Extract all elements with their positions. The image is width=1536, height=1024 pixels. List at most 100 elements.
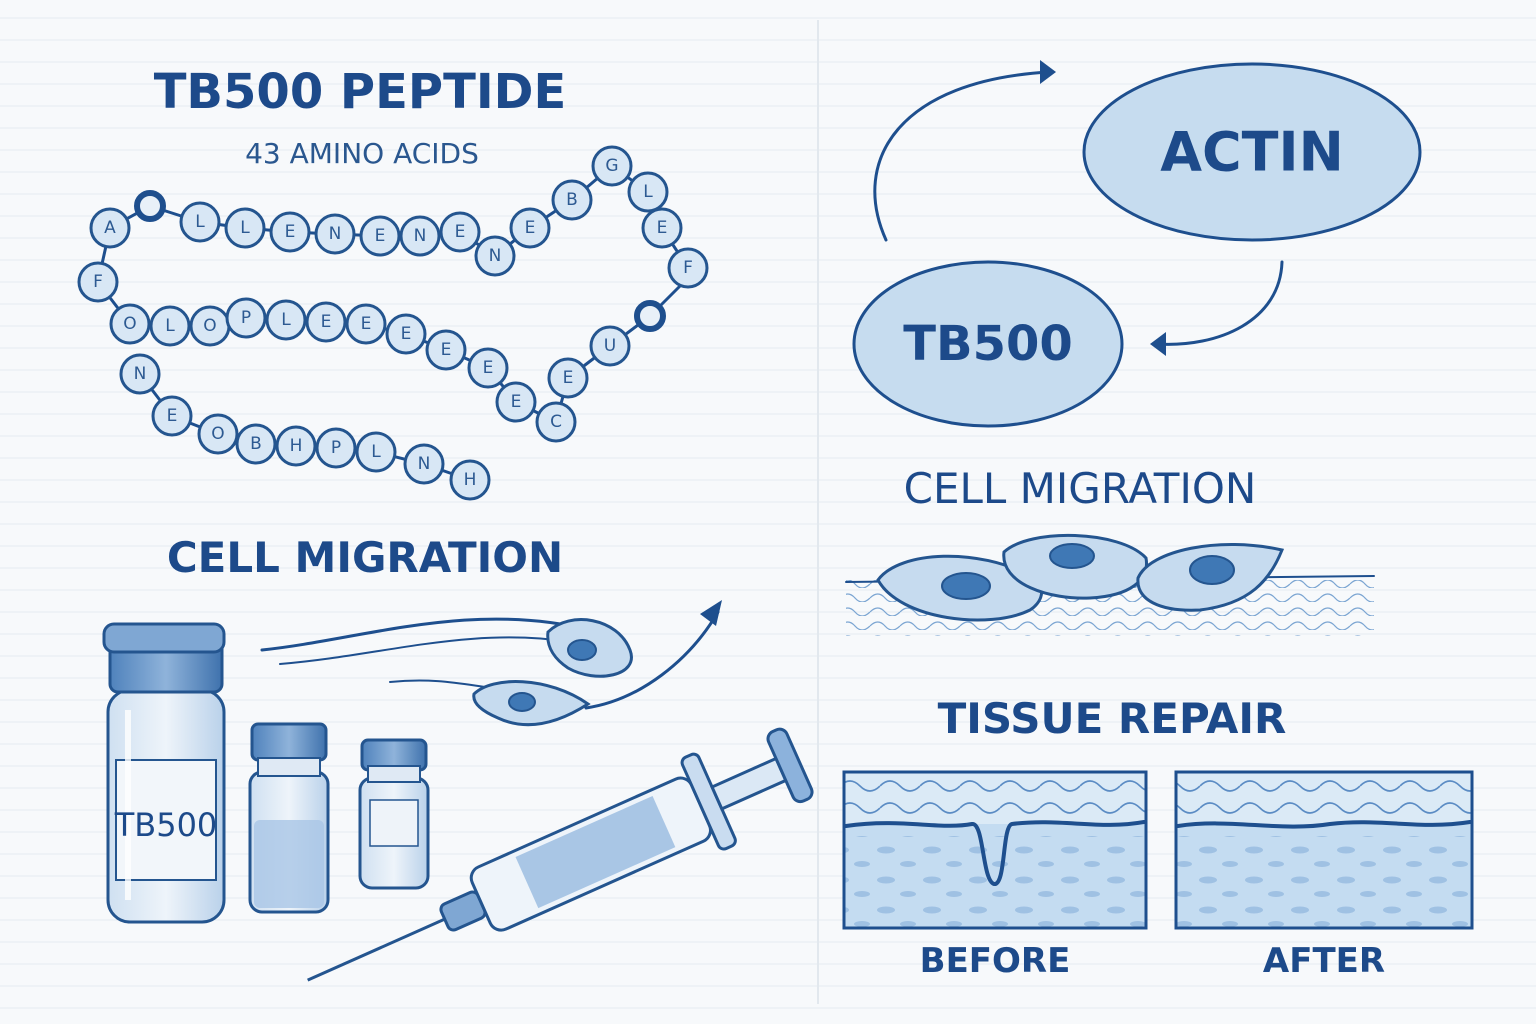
amino-acid-letter: N [414, 226, 427, 246]
amino-acid-letter: E [441, 340, 452, 360]
amino-acid-bead [627, 171, 669, 213]
tissue-repair-heading: TISSUE REPAIR [938, 694, 1287, 743]
amino-acid-bead [149, 305, 191, 347]
amino-acid-bead [667, 247, 709, 289]
migration-arrow-shaft [584, 610, 720, 710]
amino-acid-letter: F [683, 258, 693, 278]
peptide-subtitle: 43 AMINO ACIDS [245, 137, 479, 170]
amino-acid-bead [449, 459, 491, 501]
amino-acid-bead [641, 207, 683, 249]
amino-acid-bead [547, 357, 589, 399]
amino-acid-letter: E [285, 222, 296, 242]
amino-acid-letter: G [605, 156, 618, 176]
cycle-arrow-up [873, 70, 1052, 242]
substrate-nucleus-1 [941, 572, 991, 600]
amino-acid-letter: N [418, 454, 431, 474]
amino-acid-letter: L [281, 310, 291, 330]
large-vial [102, 622, 226, 924]
amino-acid-letter: N [134, 364, 147, 384]
medium-vial [248, 722, 330, 914]
highlighted-bead [134, 190, 166, 222]
amino-acid-bead [535, 401, 577, 443]
tissue-after-panel [1174, 770, 1474, 930]
amino-acid-bead [439, 211, 481, 253]
before-label: BEFORE [920, 941, 1071, 981]
amino-acid-letter: O [203, 316, 216, 336]
amino-acid-bead [89, 207, 131, 249]
amino-acid-bead [305, 301, 347, 343]
amino-acid-bead [269, 211, 311, 253]
amino-acid-bead [589, 325, 631, 367]
amino-acid-letter: E [361, 314, 372, 334]
amino-acid-letter: E [511, 392, 522, 412]
amino-acid-bead [315, 427, 357, 469]
amino-acid-bead [509, 207, 551, 249]
amino-acid-letter: L [371, 442, 381, 462]
actin-label: ACTIN [1160, 121, 1344, 184]
substrate-nucleus-3 [1189, 555, 1235, 585]
amino-acid-bead [467, 347, 509, 389]
cell-nucleus-lower [508, 692, 536, 712]
cycle-arrow-down [1154, 260, 1284, 346]
amino-acid-bead [275, 425, 317, 467]
amino-acid-letter: E [483, 358, 494, 378]
amino-acid-letter: B [250, 434, 262, 454]
amino-acid-letter: N [329, 224, 342, 244]
tb500-ellipse [852, 260, 1124, 428]
vial-label: TB500 [114, 806, 218, 844]
amino-acid-letter: L [195, 212, 205, 232]
amino-acid-bead [551, 179, 593, 221]
after-label: AFTER [1263, 941, 1385, 981]
migration-trail-2 [279, 636, 571, 665]
amino-acid-letter: E [401, 324, 412, 344]
amino-acid-bead [119, 353, 161, 395]
amino-acid-letter: H [290, 436, 303, 456]
amino-acid-letter: P [331, 438, 341, 458]
cycle-arrowhead-up [1040, 60, 1056, 84]
amino-acid-letter: C [550, 412, 562, 432]
amino-acid-bead [345, 303, 387, 345]
amino-acid-letter: H [464, 470, 477, 490]
amino-acid-bead [314, 213, 356, 255]
amino-acid-bead [399, 215, 441, 257]
actin-ellipse [1082, 62, 1422, 242]
amino-acid-bead [179, 201, 221, 243]
amino-acid-bead [77, 261, 119, 303]
migration-arrowhead [700, 600, 722, 626]
tb500-label: TB500 [903, 316, 1073, 372]
amino-acid-bead [265, 299, 307, 341]
amino-acid-letter: L [643, 182, 653, 202]
amino-acid-bead [151, 395, 193, 437]
cycle-arrowhead-down [1150, 332, 1166, 356]
amino-acid-bead [235, 423, 277, 465]
cell-nucleus-upper [567, 639, 597, 661]
amino-acid-letter: E [455, 222, 466, 242]
left-migration-heading: CELL MIGRATION [167, 533, 563, 582]
amino-acid-letter: B [566, 190, 578, 210]
syringe [307, 727, 814, 982]
amino-acid-bead [495, 381, 537, 423]
amino-acid-letter: N [489, 246, 502, 266]
amino-acid-letter: F [93, 272, 103, 292]
highlighted-bead [634, 300, 666, 332]
migration-trail-1 [260, 617, 592, 652]
amino-acid-bead [385, 313, 427, 355]
amino-acid-letter: E [657, 218, 668, 238]
amino-acid-letter: E [167, 406, 178, 426]
amino-acid-bead [403, 443, 445, 485]
amino-acid-letter: L [165, 316, 175, 336]
right-migration-heading: CELL MIGRATION [904, 464, 1257, 513]
peptide-title: TB500 PEPTIDE [154, 64, 567, 120]
amino-acid-bead [224, 207, 266, 249]
amino-acid-letter: U [604, 336, 616, 356]
amino-acid-bead [474, 235, 516, 277]
amino-acid-letter: P [241, 308, 251, 328]
amino-acid-bead [197, 413, 239, 455]
amino-acid-bead [425, 329, 467, 371]
amino-acid-bead [359, 215, 401, 257]
amino-acid-bead [109, 303, 151, 345]
amino-acid-bead [225, 297, 267, 339]
tissue-before-panel [842, 770, 1148, 930]
